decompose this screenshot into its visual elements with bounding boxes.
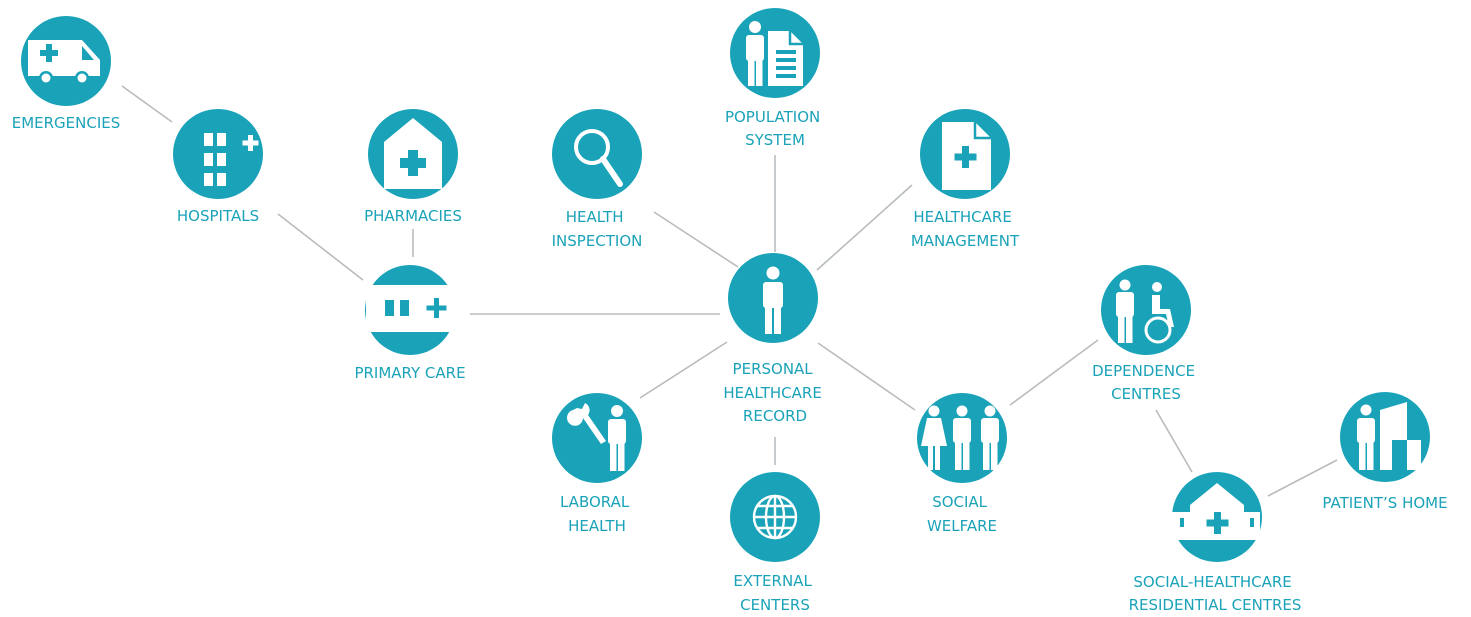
node-laboral-health[interactable]: LABORAL HEALTH [552,393,642,535]
edge-dependence-residential [1155,409,1193,473]
edge-emergencies-hospitals [121,85,173,123]
node-external-centers[interactable]: EXTERNAL CENTERS [730,472,820,614]
node-patients-home[interactable]: PATIENT’S HOME [1322,392,1448,512]
pharmacies-label: PHARMACIES [364,207,462,225]
primary-care-label: PRIMARY CARE [354,364,465,382]
node-healthcare-management[interactable]: HEALTHCARE MANAGEMENT [911,109,1020,250]
person-wheelchair-icon [1101,265,1191,355]
node-emergencies[interactable]: EMERGENCIES [12,16,121,132]
node-social-welfare[interactable]: SOCIAL WELFARE [917,393,1007,535]
edge-record-laboral [639,341,728,399]
population-system-label: POPULATION SYSTEM [725,108,825,149]
external-centers-label: EXTERNAL CENTERS [733,572,816,614]
dependence-centres-label: DEPENDENCE CENTRES [1092,362,1200,403]
node-primary-care[interactable]: PRIMARY CARE [354,265,466,382]
emergencies-label: EMERGENCIES [12,114,121,132]
node-pharmacies[interactable]: PHARMACIES [364,109,462,225]
residential-centres-label: SOCIAL-HEALTHCARE RESIDENTIAL CENTRES [1129,573,1302,614]
node-dependence-centres[interactable]: DEPENDENCE CENTRES [1092,265,1200,403]
social-welfare-label: SOCIAL WELFARE [927,493,997,535]
magnifier-icon [552,109,642,199]
edge-social-dependence [1009,339,1099,406]
node-residential-centres[interactable]: SOCIAL-HEALTHCARE RESIDENTIAL CENTRES [1129,472,1302,614]
edge-hospitals-primary-care [277,213,364,281]
node-hospitals[interactable]: HOSPITALS [173,109,263,225]
healthcare-management-label: HEALTHCARE MANAGEMENT [911,208,1020,250]
laboral-health-label: LABORAL HEALTH [560,493,634,535]
edge-residential-home [1267,459,1338,497]
connectors [121,85,1338,497]
patients-home-label: PATIENT’S HOME [1322,494,1447,512]
node-personal-healthcare-record[interactable]: PERSONAL HEALTHCARE RECORD [723,253,826,425]
node-health-inspection[interactable]: HEALTH INSPECTION [552,109,643,250]
edge-inspection-record [653,211,739,268]
hospitals-label: HOSPITALS [177,207,259,225]
edge-record-social [817,342,916,411]
health-inspection-label: HEALTH INSPECTION [552,208,643,250]
node-population-system[interactable]: POPULATION SYSTEM [725,8,825,149]
personal-healthcare-record-label: PERSONAL HEALTHCARE RECORD [723,360,826,425]
edge-management-record [816,184,913,271]
